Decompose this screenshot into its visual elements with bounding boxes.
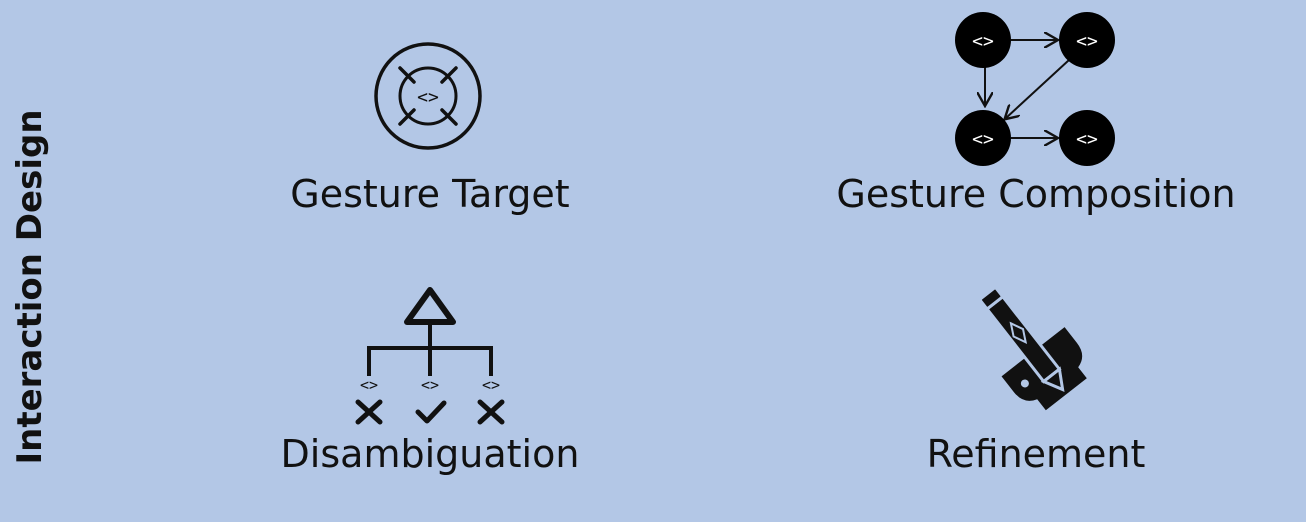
node-glyph: <> (1076, 129, 1098, 150)
pencil-sharpener-icon (978, 286, 1087, 411)
side-title: Interaction Design (10, 109, 50, 465)
node-graph-icon: <> <> <> <> (955, 12, 1115, 166)
node-glyph: <> (1076, 31, 1098, 52)
pencil-tip (1040, 366, 1065, 392)
concept-refinement: Refinement (886, 280, 1186, 500)
accept-check-icon (415, 400, 447, 424)
gesture-target-label: Gesture Target (290, 172, 570, 216)
graph-node: <> (1059, 110, 1115, 166)
crosshair-target-icon: <> (374, 42, 482, 150)
triangle-icon (404, 287, 456, 325)
target-glyph: <> (417, 87, 439, 108)
refinement-label: Refinement (926, 432, 1146, 476)
graph-node: <> (955, 110, 1011, 166)
decision-tree-icon: <> <> <> (355, 287, 505, 425)
reject-x-icon (477, 399, 505, 425)
option-glyph: <> (360, 376, 378, 394)
graph-node: <> (1059, 12, 1115, 68)
concept-gesture-target: <> Gesture Target (230, 20, 630, 230)
gesture-composition-label: Gesture Composition (836, 172, 1236, 216)
option-glyph: <> (482, 376, 500, 394)
node-glyph: <> (972, 31, 994, 52)
node-glyph: <> (972, 129, 994, 150)
concept-disambiguation: <> <> <> Disambiguation (230, 280, 630, 500)
option-glyph: <> (421, 376, 439, 394)
concept-gesture-composition: <> <> <> <> Gesture Composition (786, 0, 1286, 230)
graph-node: <> (955, 12, 1011, 68)
disambiguation-label: Disambiguation (280, 432, 580, 476)
reject-x-icon (355, 399, 383, 425)
